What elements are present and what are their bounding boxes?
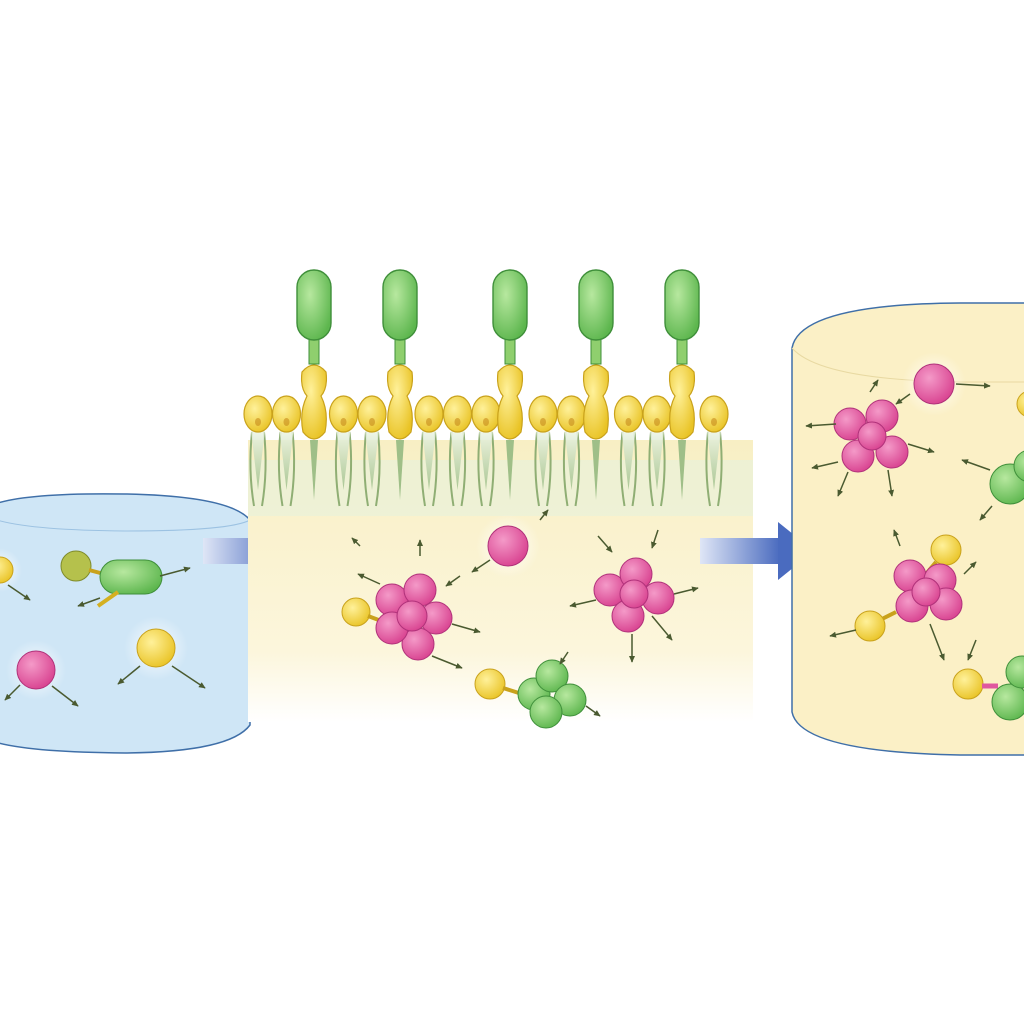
left-compartment [0,493,251,754]
green-capsule-molecule [60,550,191,608]
yellow-sphere-molecule [0,556,14,584]
lipid-head [471,395,501,433]
pink-cluster-molecule [569,557,699,663]
lipid-tail [289,431,296,507]
lipid-head [328,395,359,433]
lipid-tail-body [450,430,465,490]
lipid-head [613,395,644,433]
lipid-tail [648,431,654,507]
pink-sphere-molecule [487,525,529,567]
lipid-head-dot [711,418,717,426]
lipid-tail [277,431,284,507]
receptor-protein [664,269,700,500]
left-molecules [0,548,206,707]
lipid-head-dot [568,418,575,426]
lipid-head [442,395,473,433]
lipid-tail [534,431,540,507]
lipid-tail-body [536,430,550,490]
lipid-tails [249,430,723,507]
lipid-head-dot [625,418,632,426]
lipid-tail [346,431,353,507]
lipid-tail-body [279,430,294,490]
lipid-tail [432,431,438,507]
receptor-protein [492,269,528,500]
lipid-tail [660,431,666,507]
green-cluster-molecule [961,450,1024,521]
receptor-protein [296,269,332,500]
lipid-tail [261,431,267,507]
green-cluster-molecule [474,659,601,729]
yellow-sphere-molecule [1016,391,1024,417]
receptor-protein [382,269,418,500]
lipid-tail-body [621,430,636,490]
lipid-tail-body [650,430,664,490]
pink-cluster-molecule [805,379,935,497]
lipid-tail-body [251,430,265,490]
lipid-head [528,395,558,433]
lipid-tail [546,431,552,507]
lipid-head-dot [483,418,489,426]
lipid-tail [448,431,455,507]
lipid-head [556,395,587,433]
lipid-tail [631,431,638,507]
lipid-tail [460,431,467,507]
lipid-tail-body [422,430,436,490]
lipid-tail [375,431,381,507]
lipid-heads [243,395,729,433]
receptor-protein [578,269,614,500]
membrane-receptors [296,269,700,500]
lipid-head [642,395,672,433]
lipid-tail [705,431,711,507]
lipid-tail [363,431,369,507]
green-cluster-molecule [952,639,1024,721]
lipid-tail-body [336,430,351,490]
lipid-head-dot [369,418,375,426]
pink-cluster-molecule [341,573,481,669]
lipid-tail [420,431,426,507]
lipid-head-dot [255,418,261,426]
lipid-head [414,395,444,433]
lipid-head-dot [340,418,347,426]
lipid-tail-body [479,430,493,490]
lipid-head [243,395,273,433]
lipid-head-dot [454,418,461,426]
lipid-tail [574,431,581,507]
lipid-tail [619,431,626,507]
lipid-head-dot [426,418,432,426]
pink-cluster-molecule [829,529,977,661]
yellow-sphere-molecule [136,628,176,668]
middle-molecules [341,509,699,729]
lipid-head [271,395,302,433]
lipid-head-dot [283,418,290,426]
lipid-head-dot [540,418,546,426]
lipid-tail-body [564,430,579,490]
lipid-tail-body [365,430,379,490]
lipid-tail [334,431,341,507]
lipid-tail [717,431,723,507]
right-molecules [805,352,1024,721]
pink-sphere-molecule [913,363,955,405]
pink-sphere-molecule [16,650,56,690]
lipid-tail [477,431,483,507]
lipid-tail-body [707,430,721,490]
lipid-tail [489,431,495,507]
lipid-head [699,395,729,433]
lipid-head [357,395,387,433]
lipid-tail [562,431,569,507]
lipid-tail [249,431,255,507]
lipid-head-dot [654,418,660,426]
